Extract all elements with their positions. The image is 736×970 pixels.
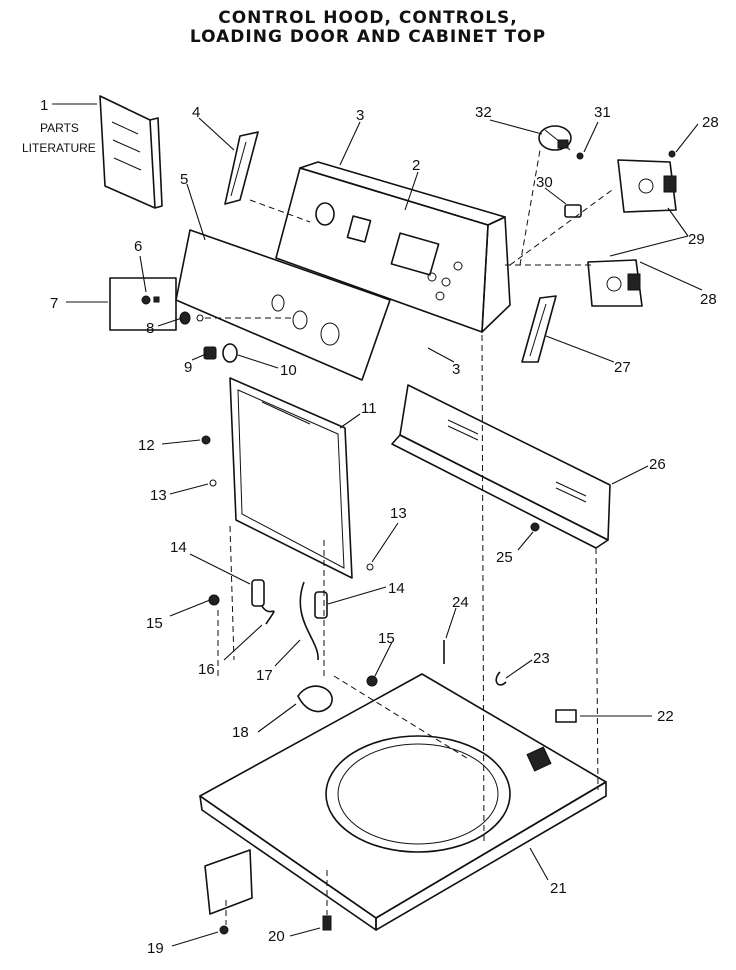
part-15-grommet-left (208, 594, 220, 606)
callout-24: 24 (452, 594, 469, 611)
part-25-screw (530, 522, 540, 532)
callout-26: 26 (649, 456, 666, 473)
callout-32: 32 (475, 104, 492, 121)
callout-23: 23 (533, 650, 550, 667)
diagram-title-line2: LOADING DOOR AND CABINET TOP (189, 27, 547, 47)
callout-27: 27 (614, 359, 631, 376)
part-26-rear-panel (391, 384, 611, 549)
part-10-seal (222, 343, 238, 363)
part-4-left-end-cap (224, 131, 259, 205)
callout-31: 31 (594, 104, 611, 121)
diagram-title-line1: CONTROL HOOD, CONTROLS, (218, 8, 518, 28)
part-22-label (555, 709, 577, 723)
callout-3: 3 (356, 107, 364, 124)
callout-15-right: 15 (378, 630, 395, 647)
callout-6: 6 (134, 238, 142, 255)
callout-20: 20 (268, 928, 285, 945)
callout-5: 5 (180, 171, 188, 188)
part-2-control-hood (275, 161, 511, 333)
parts-literature-line1: PARTS (40, 121, 79, 135)
part-20-leveling-screw (322, 915, 332, 931)
callout-7: 7 (50, 295, 58, 312)
callout-14-left: 14 (170, 539, 187, 556)
part-5-overlay-panel (175, 229, 391, 381)
part-29-timer-lower (587, 259, 643, 307)
part-7-knob-plate (109, 277, 177, 331)
part-16-spring (261, 605, 275, 625)
callout-12: 12 (138, 437, 155, 454)
callout-9: 9 (184, 359, 192, 376)
part-15-grommet-right (366, 675, 378, 687)
callout-15-left: 15 (146, 615, 163, 632)
part-14-hinge-left (251, 579, 265, 607)
callout-3-lower: 3 (452, 361, 460, 378)
callout-17: 17 (256, 667, 273, 684)
part-32-switch (538, 125, 572, 151)
callout-22: 22 (657, 708, 674, 725)
callout-8: 8 (146, 320, 154, 337)
callout-13-right: 13 (390, 505, 407, 522)
callout-14-right: 14 (388, 580, 405, 597)
part-13-screw-right (366, 563, 374, 571)
part-21-cabinet-top (199, 673, 607, 931)
callout-4: 4 (192, 104, 200, 121)
callout-25: 25 (496, 549, 513, 566)
part-13-screw-left (209, 479, 217, 487)
part-18-cover (297, 685, 333, 713)
callout-10: 10 (280, 362, 297, 379)
part-14-hinge-right (314, 591, 328, 619)
callout-13-left: 13 (150, 487, 167, 504)
part-1-literature-booklet (99, 95, 163, 209)
parts-literature-line2: LITERATURE (22, 141, 96, 155)
part-8-knob (179, 311, 295, 325)
callout-28-lower: 28 (700, 291, 717, 308)
callout-30: 30 (536, 174, 553, 191)
callout-19: 19 (147, 940, 164, 957)
part-30-connector (564, 204, 582, 218)
callout-18: 18 (232, 724, 249, 741)
callout-16: 16 (198, 661, 215, 678)
part-11-loading-door (229, 377, 353, 579)
part-12-bumper (201, 435, 211, 445)
part-23-clip (495, 671, 507, 686)
part-17-spring-wire (299, 581, 319, 661)
callout-11: 11 (361, 400, 377, 417)
callout-21: 21 (550, 880, 567, 897)
callout-1: 1 (40, 97, 48, 114)
part-31-screw (576, 152, 584, 160)
part-19-bracket (204, 849, 253, 935)
callout-2: 2 (412, 157, 420, 174)
callout-28-upper: 28 (702, 114, 719, 131)
part-28-timer-upper (617, 150, 677, 213)
callout-29: 29 (688, 231, 705, 248)
assembly-guide-lines (217, 149, 613, 925)
part-27-right-end-cap (521, 295, 557, 363)
callout-leader-lines (52, 103, 703, 947)
part-9-knob (203, 346, 217, 360)
